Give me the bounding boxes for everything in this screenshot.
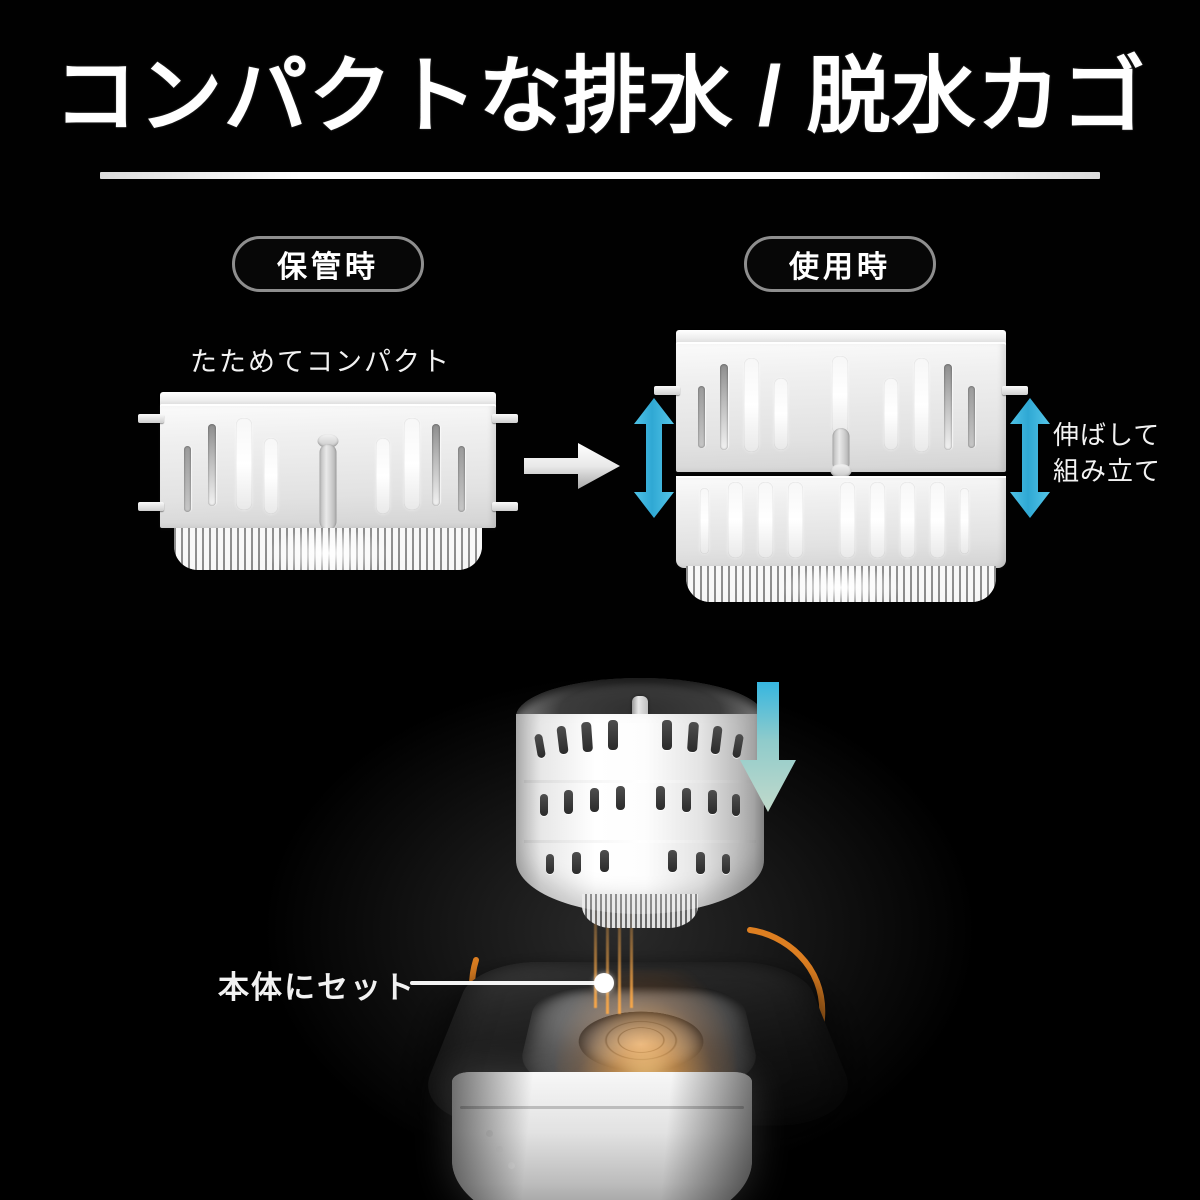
basket-rim-extended: [676, 330, 1006, 344]
side-tab-top-right: [492, 414, 518, 423]
callout-leader-line: [410, 981, 600, 985]
basket-upper-section: [676, 342, 1006, 478]
insert-down-arrow-icon: [740, 682, 796, 812]
light-streak: [630, 900, 633, 1008]
basket-pleated-base: [174, 528, 482, 570]
side-tab-bottom-left: [138, 502, 164, 511]
badge-inuse-label: 使用時: [789, 251, 891, 284]
badge-storage-label: 保管時: [277, 251, 379, 284]
basket-outer-wall: [516, 714, 764, 914]
washing-machine-base: [452, 1072, 752, 1200]
product-folded-basket: [138, 392, 518, 572]
caption-extend-line1: 伸ばして: [1053, 420, 1161, 450]
basket-band: [524, 840, 756, 843]
transition-arrow-icon: [524, 443, 620, 489]
cylindrical-spin-basket: [516, 678, 764, 948]
basket-band: [524, 780, 756, 783]
basket-bottom-fins: [582, 894, 698, 928]
basket-front-panel: [160, 404, 496, 530]
product-extended-basket: [654, 330, 1028, 602]
handle-rail: [319, 444, 337, 530]
handle-knob-extended: [830, 464, 852, 478]
basket-rim: [160, 392, 496, 406]
side-tab-right-extended: [1002, 386, 1028, 395]
badge-storage-mode: 保管時: [232, 236, 424, 292]
basket-lower-section: [676, 476, 1006, 568]
side-tab-top-left: [138, 414, 164, 423]
title-underline: [100, 172, 1100, 179]
hero-scene: [0, 630, 1200, 1200]
caption-extend-assemble: 伸ばして 組み立て: [1053, 418, 1161, 490]
extend-arrow-right-icon: [1010, 398, 1050, 518]
handle-rail-extended: [832, 428, 850, 472]
caption-set-into-body: 本体にセット: [218, 970, 416, 1005]
side-tab-bottom-right: [492, 502, 518, 511]
caption-extend-line2: 組み立て: [1053, 455, 1162, 486]
caption-folds-compact: たためてコンパクト: [190, 347, 451, 377]
page-title: コンパクトな排水 / 脱水カゴ: [53, 49, 1147, 143]
side-tab-left-extended: [654, 386, 680, 395]
badge-inuse-mode: 使用時: [744, 236, 936, 292]
basket-pleated-base-extended: [686, 566, 996, 602]
light-streak: [606, 898, 609, 1014]
callout-endpoint-dot: [594, 973, 614, 993]
extend-arrow-left-icon: [634, 398, 674, 518]
light-streak: [618, 898, 621, 1014]
title-block: コンパクトな排水 / 脱水カゴ: [0, 49, 1200, 179]
light-streak: [594, 900, 597, 1008]
base-shading: [452, 1072, 752, 1200]
